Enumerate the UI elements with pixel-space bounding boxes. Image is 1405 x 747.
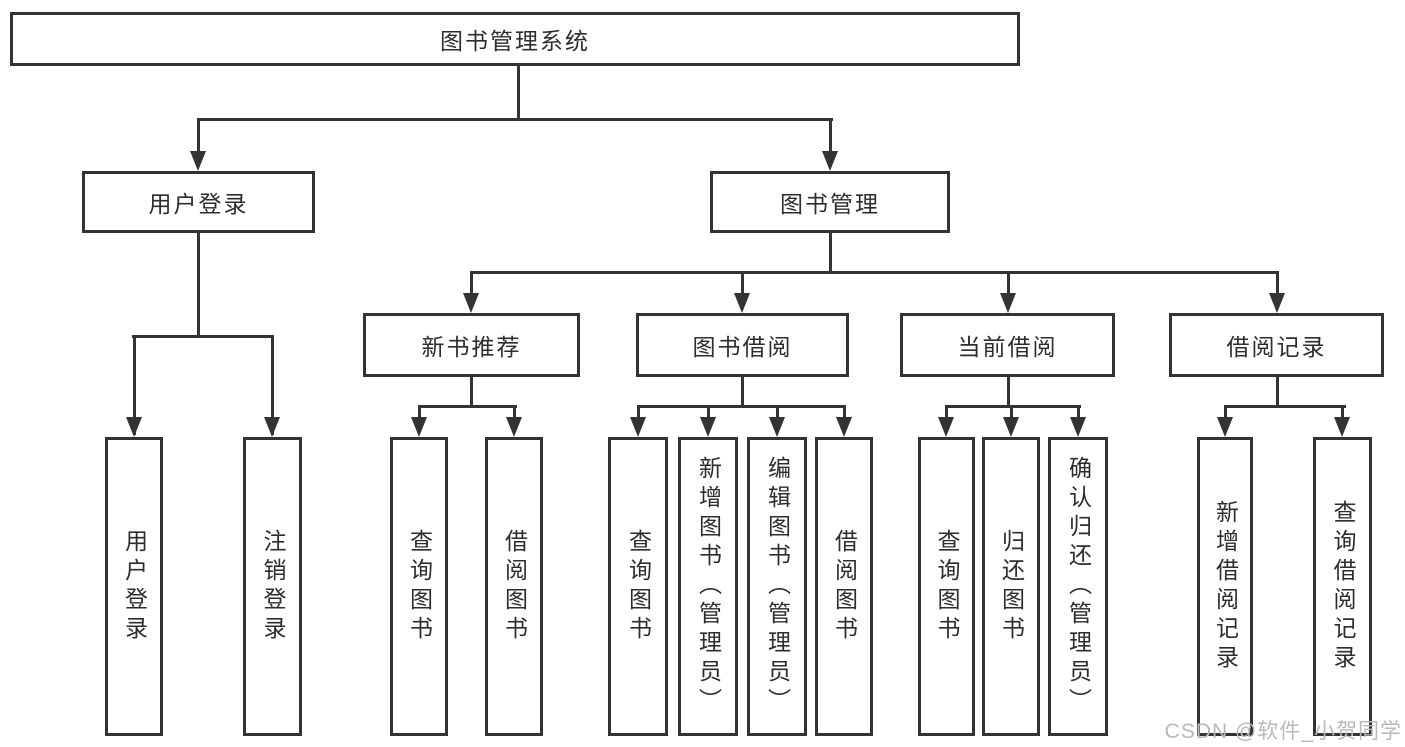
node-current-borrow: 当前借阅 <box>900 313 1115 377</box>
leaf-logout: 注销登录 <box>243 437 302 736</box>
edge-root-stem <box>517 64 520 119</box>
leaf-query-books-current-label: 查询图书 <box>934 528 960 645</box>
edge-to-records-line <box>1276 271 1279 299</box>
edge-to-book-mgmt-line <box>829 118 832 158</box>
leaf-query-books-rec-label: 查询图书 <box>406 528 433 645</box>
edge-to-query-book-3-line <box>945 405 948 423</box>
arrowhead-to-leaf-login <box>126 417 142 437</box>
arrowhead-to-add-record <box>1217 417 1233 437</box>
arrowhead-to-edit-book <box>769 417 785 437</box>
node-new-book-rec-label: 新书推荐 <box>421 334 522 360</box>
edge-to-query-book-2-line <box>637 405 640 423</box>
watermark: CSDN @软件_小贺同学 <box>1164 720 1402 743</box>
arrowhead-to-borrow-book-2 <box>836 417 852 437</box>
edge-to-borrow-book-1-line <box>513 405 516 423</box>
arrowhead-to-query-book-3 <box>938 417 954 437</box>
edge-current-hbar <box>945 405 1081 408</box>
edge-to-add-book-line <box>707 405 710 423</box>
arrowhead-to-leaf-logout <box>264 417 280 437</box>
arrowhead-to-borrow <box>734 293 750 313</box>
arrowhead-to-query-book-1 <box>411 417 427 437</box>
leaf-edit-books-admin-label: 编辑图书（管理员） <box>764 456 791 717</box>
edge-to-add-record-line <box>1224 405 1227 423</box>
edge-to-edit-book-line <box>776 405 779 423</box>
edge-current-stem <box>1007 377 1010 406</box>
leaf-query-books-rec: 查询图书 <box>390 437 448 736</box>
arrowhead-to-return-book <box>1003 417 1019 437</box>
leaf-query-books-borrow: 查询图书 <box>608 437 668 736</box>
node-new-book-rec: 新书推荐 <box>363 313 580 377</box>
edge-to-current-line <box>1007 271 1010 299</box>
edge-new-rec-stem <box>470 377 473 406</box>
leaf-add-borrow-record: 新增借阅记录 <box>1197 437 1253 736</box>
edge-records-stem <box>1276 377 1279 406</box>
edge-to-leaf-logout-line <box>271 335 274 435</box>
edge-user-login-hbar <box>132 335 274 338</box>
edge-to-user-login-line <box>197 118 200 158</box>
node-book-mgmt-label: 图书管理 <box>780 191 880 217</box>
node-user-login: 用户登录 <box>82 171 315 233</box>
edge-to-leaf-login-line <box>133 335 136 435</box>
leaf-return-books: 归还图书 <box>982 437 1040 736</box>
arrowhead-to-new-rec <box>463 293 479 313</box>
edge-to-query-book-1-line <box>418 405 421 423</box>
arrowhead-to-query-book-2 <box>630 417 646 437</box>
edge-to-borrow-line <box>741 271 744 299</box>
leaf-logout-label: 注销登录 <box>260 528 286 645</box>
leaf-query-books-borrow-label: 查询图书 <box>625 528 652 645</box>
edge-book-borrow-stem <box>741 377 744 406</box>
node-borrow-records-label: 借阅记录 <box>1226 334 1327 360</box>
edge-user-login-stem <box>197 233 200 338</box>
node-borrow-records: 借阅记录 <box>1169 313 1384 377</box>
node-library-system-label: 图书管理系统 <box>440 28 590 54</box>
arrowhead-to-book-mgmt <box>822 151 838 171</box>
leaf-query-borrow-record: 查询借阅记录 <box>1313 437 1372 736</box>
edge-to-query-record-line <box>1341 405 1344 423</box>
arrowhead-to-current <box>1000 293 1016 313</box>
leaf-borrow-books-rec-label: 借阅图书 <box>501 528 528 645</box>
leaf-add-books-admin: 新增图书（管理员） <box>678 437 738 736</box>
arrowhead-to-query-record <box>1334 417 1350 437</box>
node-book-mgmt: 图书管理 <box>710 171 950 233</box>
arrowhead-to-borrow-book-1 <box>506 417 522 437</box>
edge-level3-hbar <box>470 271 1278 274</box>
edge-level2-hbar <box>197 118 833 121</box>
arrowhead-to-add-book <box>700 417 716 437</box>
leaf-user-login: 用户登录 <box>105 437 163 736</box>
leaf-borrow-books: 借阅图书 <box>815 437 873 736</box>
node-book-borrow-label: 图书借阅 <box>692 334 793 360</box>
leaf-edit-books-admin: 编辑图书（管理员） <box>747 437 807 736</box>
node-current-borrow-label: 当前借阅 <box>957 334 1058 360</box>
edge-book-mgmt-stem <box>829 233 832 274</box>
leaf-add-books-admin-label: 新增图书（管理员） <box>695 456 722 717</box>
leaf-query-books-current: 查询图书 <box>918 437 975 736</box>
leaf-user-login-label: 用户登录 <box>121 528 148 645</box>
arrowhead-to-confirm-return <box>1070 417 1086 437</box>
leaf-confirm-return-admin-label: 确认归还（管理员） <box>1065 456 1092 717</box>
leaf-borrow-books-rec: 借阅图书 <box>485 437 543 736</box>
arrowhead-to-records <box>1269 293 1285 313</box>
edge-book-borrow-hbar <box>637 405 846 408</box>
edge-to-confirm-return-line <box>1077 405 1080 423</box>
leaf-borrow-books-label: 借阅图书 <box>831 528 858 645</box>
node-library-system: 图书管理系统 <box>10 12 1020 66</box>
node-user-login-label: 用户登录 <box>148 191 249 217</box>
leaf-query-borrow-record-label: 查询借阅记录 <box>1330 499 1356 674</box>
leaf-add-borrow-record-label: 新增借阅记录 <box>1212 499 1239 674</box>
edge-to-new-rec-line <box>470 271 473 299</box>
node-book-borrow: 图书借阅 <box>636 313 849 377</box>
leaf-return-books-label: 归还图书 <box>998 528 1025 645</box>
edge-new-rec-hbar <box>418 405 517 408</box>
edge-to-return-book-line <box>1010 405 1013 423</box>
edge-to-borrow-book-2-line <box>843 405 846 423</box>
arrowhead-to-user-login <box>190 151 206 171</box>
edge-records-hbar <box>1224 405 1346 408</box>
leaf-confirm-return-admin: 确认归还（管理员） <box>1048 437 1108 736</box>
